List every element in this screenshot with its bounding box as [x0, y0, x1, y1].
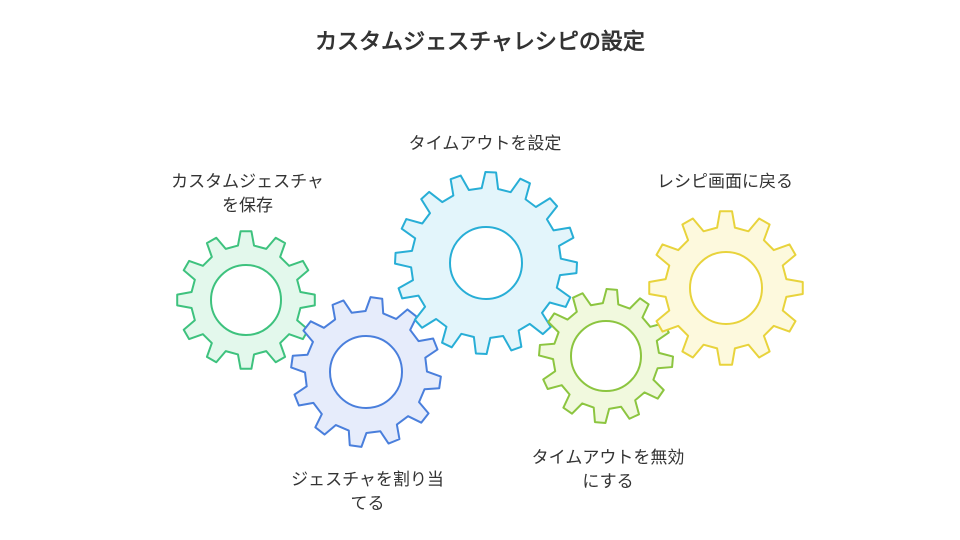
label-assign-gesture: ジェスチャを割り当 てる: [291, 470, 444, 514]
gear-hole-save-gesture: [210, 264, 282, 336]
gear-back-to-recipe: [648, 210, 804, 366]
gear-hole-assign-gesture: [329, 335, 403, 409]
gear-save-gesture: [176, 230, 316, 370]
gear-disable-timeout: [538, 288, 674, 424]
label-set-timeout: タイムアウトを設定: [408, 134, 562, 154]
gear-hole-set-timeout: [449, 226, 523, 300]
gear-assign-gesture: [290, 296, 442, 448]
label-disable-timeout: タイムアウトを無効 にする: [531, 448, 685, 492]
label-save-gesture: カスタムジェスチャ を保存: [171, 172, 324, 216]
label-back-to-recipe: レシピ画面に戻る: [657, 172, 793, 192]
diagram-title: カスタムジェスチャレシピの設定: [315, 30, 645, 55]
gear-hole-disable-timeout: [570, 320, 642, 392]
gear-hole-back-to-recipe: [689, 251, 763, 325]
gear-set-timeout: [394, 171, 578, 355]
